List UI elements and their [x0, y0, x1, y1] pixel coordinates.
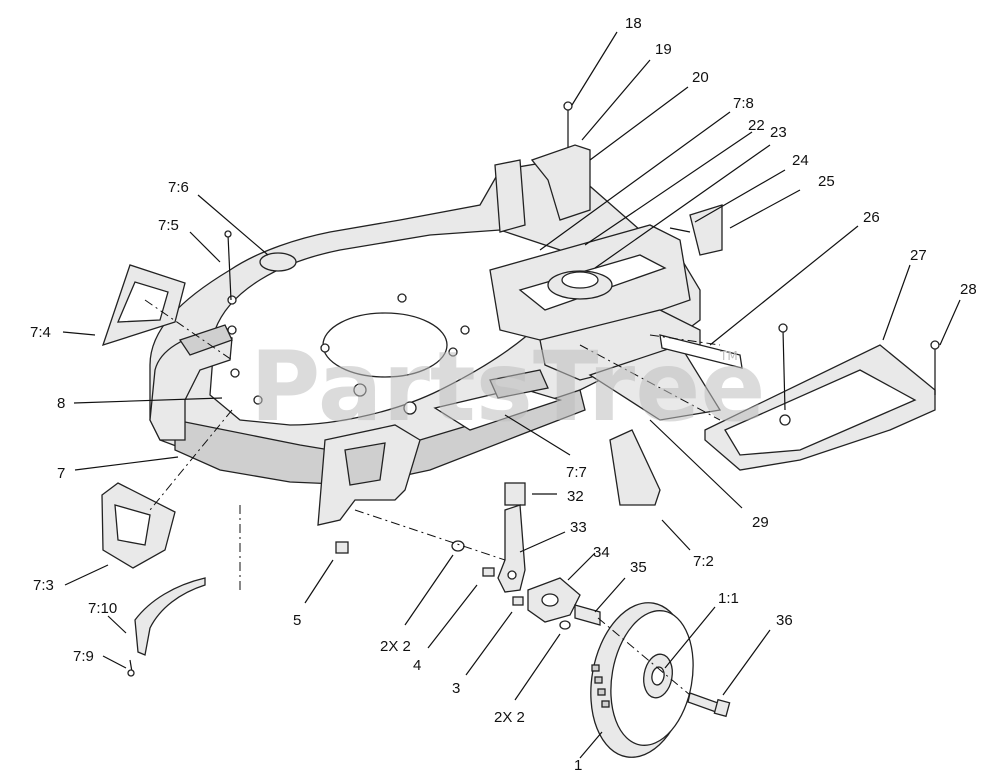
front-wheel-guard [317, 424, 421, 526]
skid-plate [127, 577, 206, 677]
watermark: PartsTree [250, 331, 765, 443]
callout-8: 8 [57, 395, 65, 412]
callout-4: 4 [413, 657, 421, 674]
callout-28: 28 [960, 281, 977, 298]
left-baffle-insert [101, 264, 186, 347]
callout-2x2-lower: 2X 2 [494, 709, 525, 726]
watermark-tm: TM [719, 349, 738, 363]
mower-deck [149, 159, 701, 486]
callout-7-7: 7:7 [566, 464, 587, 481]
callout-27: 27 [910, 247, 927, 264]
callout-7-10: 7:10 [88, 600, 117, 617]
callout-29: 29 [752, 514, 769, 531]
callout-26: 26 [863, 209, 880, 226]
rear-shield [704, 344, 936, 471]
lower-baffle-insert [101, 482, 176, 569]
axle-spacer [574, 604, 601, 626]
callout-labels: 18 19 20 7:8 22 23 24 25 26 27 28 7:6 7:… [30, 15, 977, 774]
rear-flap [588, 344, 722, 421]
blade-strip [659, 334, 743, 369]
callout-7-2: 7:2 [693, 553, 714, 570]
callout-7-5: 7:5 [158, 217, 179, 234]
rear-baffle-insert [609, 429, 661, 506]
callout-2x2-upper: 2X 2 [380, 638, 411, 655]
callout-32: 32 [567, 488, 584, 505]
callout-23: 23 [770, 124, 787, 141]
mulch-plug [489, 369, 549, 399]
callout-25: 25 [818, 173, 835, 190]
callout-7-6: 7:6 [168, 179, 189, 196]
callout-19: 19 [655, 41, 672, 58]
callout-7-9: 7:9 [73, 648, 94, 665]
callout-1: 1 [574, 757, 582, 774]
callout-7-4: 7:4 [30, 324, 51, 341]
assembly-lines [144, 299, 721, 696]
callout-36: 36 [776, 612, 793, 629]
leader-lines [62, 31, 961, 759]
callout-34: 34 [593, 544, 610, 561]
wheel-bracket [527, 577, 581, 623]
wheel [590, 602, 694, 758]
callout-24: 24 [792, 152, 809, 169]
callout-7-3: 7:3 [33, 577, 54, 594]
hardware [224, 101, 940, 630]
callout-7-8: 7:8 [733, 95, 754, 112]
front-bumper [149, 324, 233, 441]
callout-35: 35 [630, 559, 647, 576]
callout-3: 3 [452, 680, 460, 697]
callout-18: 18 [625, 15, 642, 32]
callout-5: 5 [293, 612, 301, 629]
callout-22: 22 [748, 117, 765, 134]
axle-bolt [687, 692, 731, 718]
callout-1-1: 1:1 [718, 590, 739, 607]
callout-20: 20 [692, 69, 709, 86]
callout-7: 7 [57, 465, 65, 482]
callout-33: 33 [570, 519, 587, 536]
wheel-height-arm [497, 504, 526, 593]
